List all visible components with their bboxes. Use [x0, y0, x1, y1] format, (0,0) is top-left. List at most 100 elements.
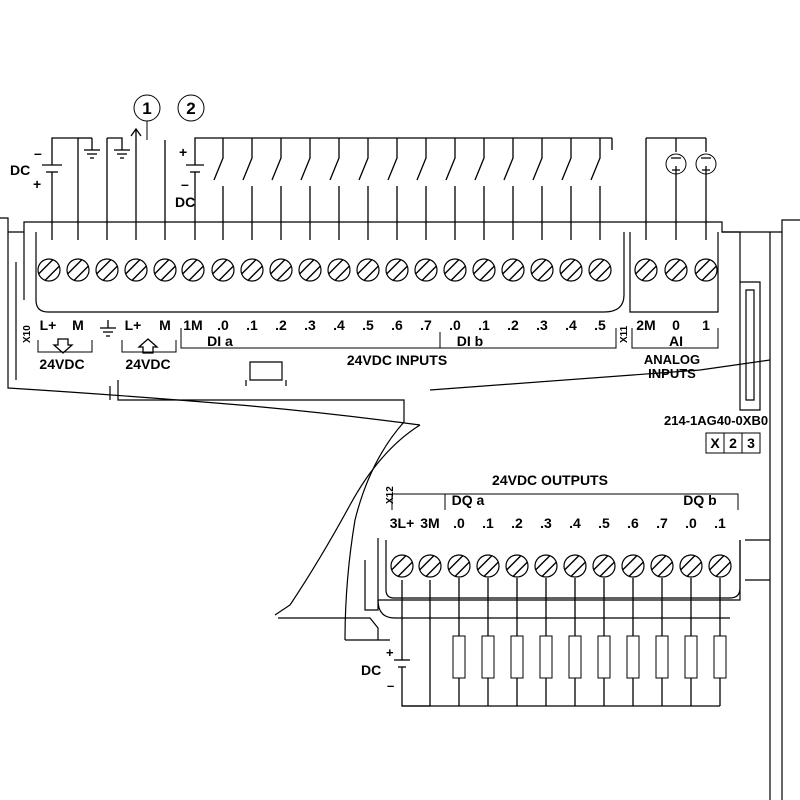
terminal-screw — [414, 258, 438, 282]
power-terminal-labels: L+ M L+ M — [40, 317, 171, 333]
terminal-screw — [240, 258, 264, 282]
di-dc-label: DC — [175, 194, 195, 210]
terminal-screw — [634, 258, 658, 282]
outputs-title: 24VDC OUTPUTS — [492, 472, 608, 488]
ai-terminal-labels: 2M 0 1 — [636, 317, 710, 333]
x11-connector-id: X11 — [619, 325, 630, 343]
di-group-brackets — [180, 328, 617, 349]
di-terminal-label: .3 — [536, 317, 548, 333]
terminal-screw — [501, 258, 525, 282]
di-group-a-label: DI a — [207, 333, 233, 349]
do-terminal-label: .3 — [540, 515, 552, 531]
di-terminal-label: .0 — [217, 317, 229, 333]
power-terminal-label: M — [159, 317, 171, 333]
input-dc-plus: + — [33, 176, 41, 192]
power-terminal-label: L+ — [40, 317, 57, 333]
do-terminal-label: 3L+ — [390, 515, 415, 531]
do-group-a-label: DQ a — [452, 492, 485, 508]
x12-connector-id: X12 — [385, 486, 396, 504]
ai-group-bracket: X11 — [619, 325, 719, 349]
ai-terminal-label: 2M — [636, 317, 655, 333]
load-resistor-icon — [568, 635, 582, 679]
terminal-screw — [269, 258, 293, 282]
di-terminal-label: .5 — [362, 317, 374, 333]
terminal-screw — [327, 258, 351, 282]
power-in-label: 24VDC — [125, 356, 170, 372]
di-terminal-label: .4 — [565, 317, 577, 333]
x10-connector-id: X10 — [22, 325, 33, 343]
di-group-b-label: DI b — [457, 333, 483, 349]
di-dc-supply: + – DC — [175, 137, 612, 240]
terminal-screw — [679, 554, 703, 578]
output-arrow-icon — [52, 338, 74, 354]
version-box-2: 2 — [729, 435, 737, 451]
output-dc-minus: – — [387, 678, 394, 693]
terminal-screw — [534, 554, 558, 578]
di-terminal-label: .4 — [333, 317, 345, 333]
input-dc-supply: DC – + — [10, 137, 79, 240]
load-resistor-icon — [510, 635, 524, 679]
ground-icon — [106, 137, 130, 240]
do-terminal-label: .0 — [453, 515, 465, 531]
power-terminal-label: L+ — [125, 317, 142, 333]
output-terminal-block — [390, 554, 732, 578]
do-terminal-label: .2 — [511, 515, 523, 531]
do-terminal-label: .5 — [598, 515, 610, 531]
load-resistor-icon — [452, 635, 466, 679]
input-terminal-block — [37, 258, 612, 282]
load-resistor-icon — [655, 635, 669, 679]
power-group-brackets: X10 — [22, 320, 177, 354]
di-title: 24VDC INPUTS — [347, 352, 447, 368]
terminal-screw — [476, 554, 500, 578]
di-terminal-label: 1M — [183, 317, 202, 333]
module-housing — [0, 217, 800, 800]
analog-terminal-block — [634, 258, 718, 282]
callout-1: 1 — [133, 94, 161, 140]
terminal-screw — [66, 258, 90, 282]
terminal-screw — [592, 554, 616, 578]
do-terminal-label: .6 — [627, 515, 639, 531]
output-loads — [452, 578, 727, 706]
di-terminal-label: .6 — [391, 317, 403, 333]
di-dc-plus: + — [179, 144, 187, 160]
di-terminal-label: .7 — [420, 317, 432, 333]
terminal-screw — [505, 554, 529, 578]
version-box-3: 3 — [747, 435, 755, 451]
do-group-b-label: DQ b — [683, 492, 716, 508]
terminal-screw — [181, 258, 205, 282]
ai-group-label: AI — [669, 333, 683, 349]
load-resistor-icon — [626, 635, 640, 679]
sensor-supply-arrow-icon — [130, 127, 166, 240]
terminal-screw — [694, 258, 718, 282]
input-dc-label: DC — [10, 162, 30, 178]
terminal-screw — [708, 554, 732, 578]
callout-2: 2 — [177, 94, 205, 122]
terminal-screw — [37, 258, 61, 282]
do-terminal-label: .1 — [482, 515, 494, 531]
version-boxes: X 2 3 — [705, 432, 761, 454]
terminal-screw — [153, 258, 177, 282]
load-resistor-icon — [539, 635, 553, 679]
di-terminal-labels: 1M.0.1.2.3.4.5.6.7.0.1.2.3.4.5 — [183, 317, 606, 333]
terminal-screw — [95, 258, 119, 282]
terminal-screw — [664, 258, 688, 282]
input-dc-minus: – — [34, 145, 42, 161]
power-terminal-label: M — [72, 317, 84, 333]
callout-2-label: 2 — [186, 99, 195, 118]
analog-sources — [645, 137, 717, 240]
terminal-screw — [650, 554, 674, 578]
version-box-1: X — [710, 435, 720, 451]
ai-terminal-label: 0 — [672, 317, 680, 333]
output-dc-label: DC — [361, 662, 381, 678]
load-resistor-icon — [597, 635, 611, 679]
terminal-screw — [559, 258, 583, 282]
do-group-brackets: X12 — [385, 486, 739, 510]
terminal-screw — [211, 258, 235, 282]
terminal-screw — [530, 258, 554, 282]
ai-terminal-label: 1 — [702, 317, 710, 333]
do-terminal-label: 3M — [420, 515, 439, 531]
terminal-screw — [418, 554, 442, 578]
di-terminal-label: .3 — [304, 317, 316, 333]
callout-1-label: 1 — [142, 99, 151, 118]
